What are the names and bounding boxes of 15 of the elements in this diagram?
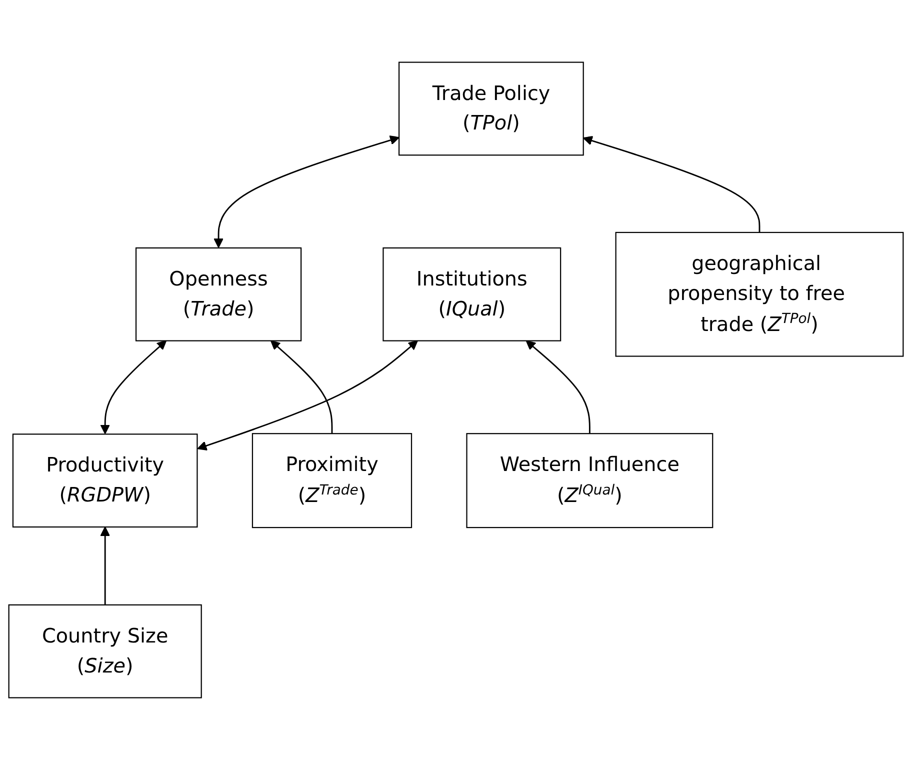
arrow — [100, 526, 110, 605]
node-box: Western Influence (Z$^{IQual}$) — [466, 433, 714, 528]
arrow — [582, 136, 760, 232]
arrow — [214, 135, 400, 248]
node-box: Institutions (IQual) — [382, 247, 562, 342]
node-box: Openness (Trade) — [135, 247, 302, 342]
node-box: Trade Policy (TPol) — [398, 62, 584, 156]
arrow — [270, 340, 333, 434]
node-box: Proximity (Z$^{Trade}$) — [252, 433, 412, 528]
arrow — [100, 340, 167, 434]
arrow — [197, 340, 418, 450]
arrow — [526, 340, 590, 434]
node-box: Productivity (RGDPW) — [12, 434, 198, 528]
node-box: geographical propensity to free trade (Z$^{TPol}$) — [615, 232, 904, 357]
node-box: Country Size (Size) — [8, 604, 202, 698]
